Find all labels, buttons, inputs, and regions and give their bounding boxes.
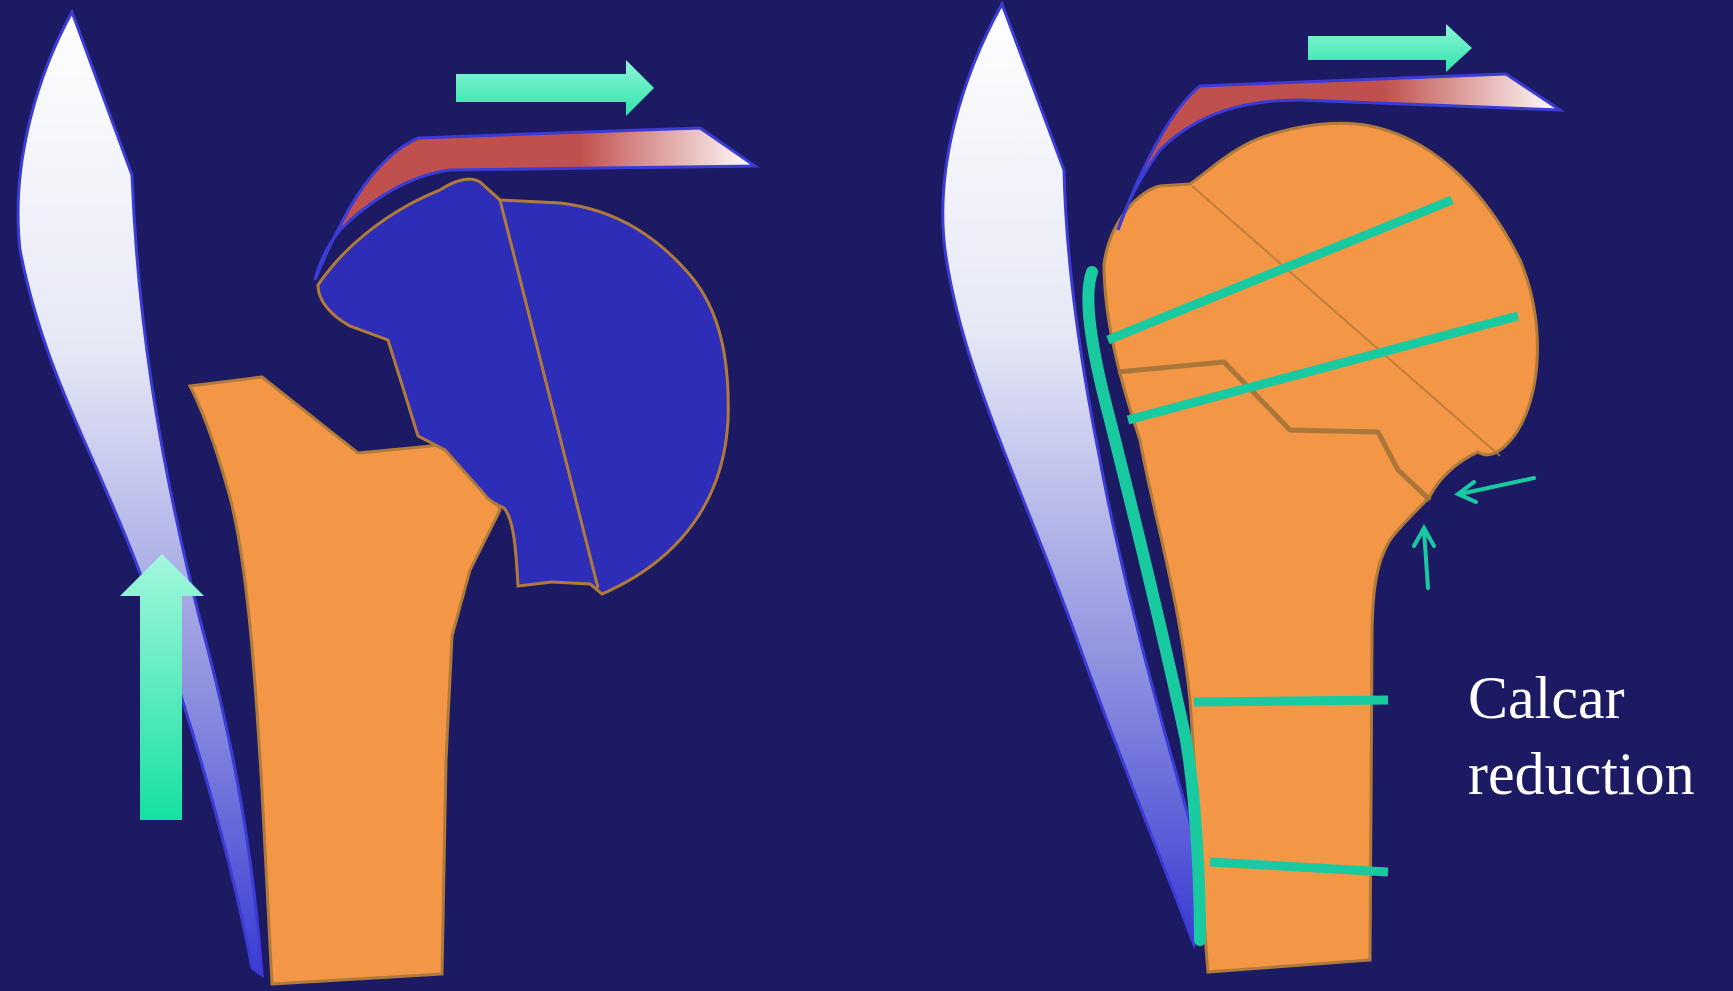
calcar-reduction-caption: Calcar reduction — [1468, 660, 1695, 812]
right-screw-3 — [1194, 700, 1388, 702]
calcar-arrow-left — [1458, 478, 1534, 502]
right-traction-arrow-right — [1308, 24, 1472, 72]
left-tendon-strip — [18, 12, 262, 975]
right-panel — [943, 4, 1560, 972]
left-traction-arrow-right — [456, 60, 654, 116]
left-panel — [18, 12, 755, 984]
caption-line-2: reduction — [1468, 736, 1695, 812]
calcar-arrow-up — [1414, 528, 1434, 588]
caption-line-1: Calcar — [1468, 660, 1695, 736]
